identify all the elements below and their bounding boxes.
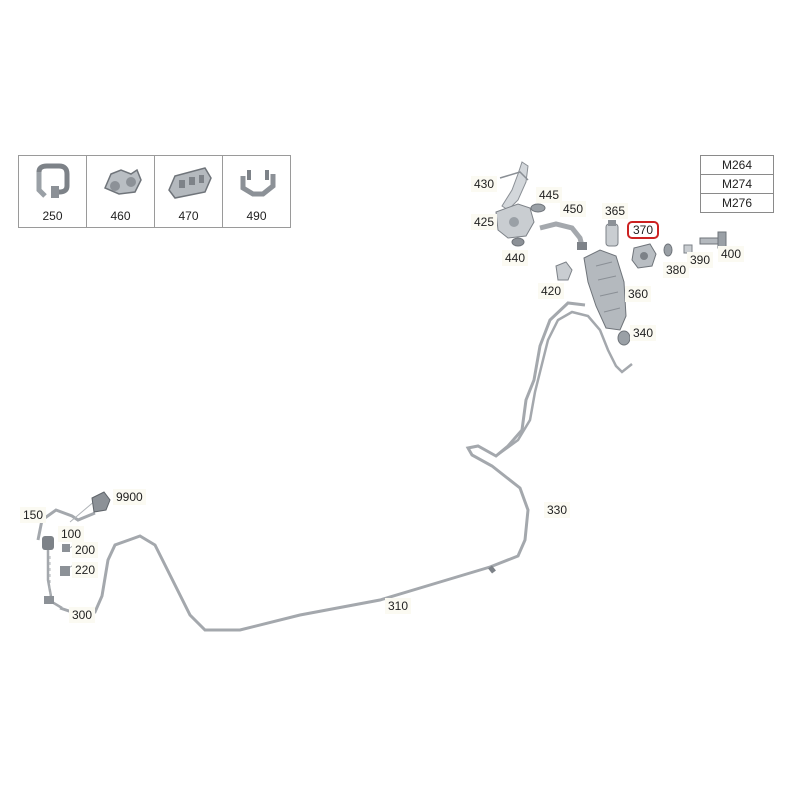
part-440[interactable] — [511, 237, 525, 247]
engine-variant: M264 — [700, 155, 774, 175]
callout-445[interactable]: 445 — [536, 187, 563, 203]
legend-label: 250 — [42, 209, 63, 223]
callout-450[interactable]: 450 — [560, 201, 587, 217]
legend-cell-470[interactable]: 470 — [155, 156, 223, 227]
part-365[interactable] — [605, 220, 619, 247]
callout-310[interactable]: 310 — [385, 598, 412, 614]
callout-340[interactable]: 340 — [630, 325, 657, 341]
double-clip-icon — [104, 168, 142, 195]
callout-330[interactable]: 330 — [544, 502, 571, 518]
callout-200[interactable]: 200 — [72, 542, 99, 558]
clamp-clip-icon — [36, 163, 70, 198]
part-430-bracket[interactable] — [499, 161, 529, 211]
legend-cell-490[interactable]: 490 — [223, 156, 290, 227]
part-220[interactable] — [60, 566, 70, 576]
hose-line-150[interactable] — [36, 508, 96, 541]
callout-300[interactable]: 300 — [69, 607, 96, 623]
callout-400[interactable]: 400 — [718, 246, 745, 262]
part-445[interactable] — [530, 203, 546, 213]
part-420[interactable] — [555, 261, 573, 281]
callout-425[interactable]: 425 — [471, 214, 498, 230]
callout-380[interactable]: 380 — [663, 262, 690, 278]
legend-label: 460 — [110, 209, 131, 223]
callout-430[interactable]: 430 — [471, 176, 498, 192]
part-450-fitting — [577, 242, 587, 250]
callout-100[interactable]: 100 — [58, 526, 85, 542]
engine-variant-table: M264 M274 M276 — [700, 155, 774, 213]
engine-variant: M276 — [700, 193, 774, 213]
legend-label: 470 — [178, 209, 199, 223]
hose-line-300[interactable] — [46, 548, 63, 610]
part-380[interactable] — [663, 243, 673, 257]
connector-block-icon — [168, 167, 212, 199]
callout-390[interactable]: 390 — [687, 252, 714, 268]
legend-label: 490 — [246, 209, 267, 223]
callout-9900[interactable]: 9900 — [113, 489, 146, 505]
part-450-hose[interactable] — [539, 221, 585, 247]
hose-line-330[interactable] — [495, 310, 633, 458]
part-425-valve[interactable] — [495, 203, 535, 239]
part-340[interactable] — [617, 330, 631, 346]
legend-cell-460[interactable]: 460 — [87, 156, 155, 227]
part-9900[interactable] — [91, 491, 111, 513]
callout-360[interactable]: 360 — [625, 286, 652, 302]
hose-holder-icon — [240, 170, 276, 197]
callout-440[interactable]: 440 — [502, 250, 529, 266]
clip-parts-legend: 250 460 470 490 — [18, 155, 291, 228]
legend-cell-250[interactable]: 250 — [19, 156, 87, 227]
callout-150[interactable]: 150 — [20, 507, 47, 523]
callout-220[interactable]: 220 — [72, 562, 99, 578]
part-370-valve[interactable] — [631, 243, 657, 269]
part-300-end[interactable] — [44, 596, 54, 604]
part-200[interactable] — [62, 544, 70, 552]
hose-line-310[interactable] — [59, 301, 586, 632]
engine-variant: M274 — [700, 174, 774, 194]
callout-370-highlighted[interactable]: 370 — [627, 221, 660, 239]
callout-365[interactable]: 365 — [602, 203, 629, 219]
part-360-canister[interactable] — [583, 249, 627, 331]
hose-end-connector — [488, 565, 496, 574]
callout-420[interactable]: 420 — [538, 283, 565, 299]
part-100[interactable] — [42, 536, 54, 550]
